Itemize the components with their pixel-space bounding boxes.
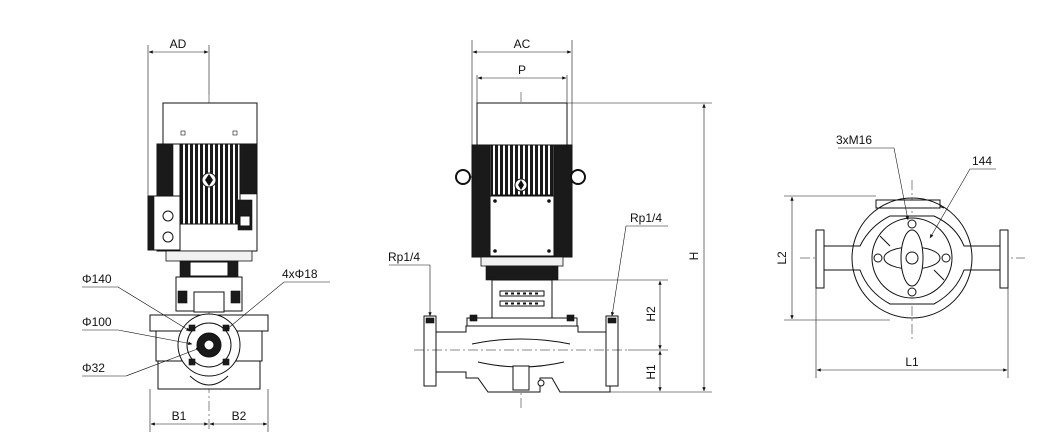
motor-foot-bolt	[239, 215, 251, 227]
callout-pcd: 144	[972, 154, 992, 168]
inlet-flange	[423, 315, 437, 387]
cover-screw	[180, 130, 186, 136]
motor-top	[476, 102, 568, 146]
dim-p-label: P	[518, 63, 526, 77]
dim-ac-label: AC	[514, 37, 531, 51]
port-bore-d100	[186, 322, 232, 368]
leader-holes	[225, 281, 330, 331]
coupling-guard-holes	[499, 290, 545, 307]
dim-h1-label: H1	[644, 364, 658, 380]
motor-top-cover	[162, 102, 258, 145]
callout-holes: 4xΦ18	[282, 267, 318, 281]
callout-d140: Φ140	[82, 272, 112, 286]
motor-side-shade	[239, 143, 258, 195]
nameplate-icon	[201, 172, 217, 188]
flange-bolt	[425, 317, 435, 324]
terminal-screw	[493, 199, 497, 203]
lifting-eye-icon	[569, 169, 586, 185]
leader-d32	[82, 347, 201, 377]
port-center	[203, 339, 215, 351]
terminal-box-edge	[147, 195, 155, 251]
dim-ad-label: AD	[170, 37, 187, 51]
callout-bolts: 3xM16	[836, 133, 872, 147]
cover-bolt	[469, 314, 478, 322]
vent-icon	[537, 379, 545, 387]
terminal-cover	[489, 195, 555, 257]
top-view: L1 L2 3xM16 144	[775, 133, 1025, 378]
callout-d100: Φ100	[82, 315, 112, 329]
cable-gland-icon	[162, 210, 174, 222]
callout-d32: Φ32	[82, 361, 105, 375]
inlet-flange	[815, 229, 825, 289]
lantern-bolt	[230, 290, 241, 304]
lantern-bolt	[177, 290, 188, 304]
nameplate-icon	[514, 178, 528, 192]
lantern-window	[189, 261, 229, 277]
leader-d100	[82, 329, 193, 345]
leader-port-right	[610, 225, 668, 317]
drain-plug	[512, 365, 530, 391]
flange-bolt	[607, 317, 617, 324]
dim-h2-label: H2	[644, 306, 658, 322]
dim-l2-label: L2	[775, 251, 789, 265]
bolt-circle-144	[871, 217, 953, 299]
casing-foot-curve	[189, 375, 229, 386]
terminal-screw	[547, 249, 551, 253]
terminal-screw	[547, 199, 551, 203]
port-right-label: Rp1/4	[630, 211, 662, 225]
terminal-screw	[493, 249, 497, 253]
leader-d140	[82, 286, 191, 332]
casing-outline-circle	[851, 197, 973, 319]
casing-cover-plate	[466, 317, 578, 327]
flange-bolt-hole	[222, 358, 230, 366]
dim-b2-label: B2	[232, 409, 247, 423]
bolt-hole-m16	[907, 219, 917, 229]
outlet-flange	[605, 315, 619, 387]
motor-side-shade	[553, 144, 573, 258]
motor-flange	[480, 256, 564, 267]
leader-pcd	[929, 168, 996, 239]
bolt-hole-m16	[907, 287, 917, 297]
flange-bolt-hole	[188, 358, 196, 366]
coupling-window	[193, 291, 225, 313]
cable-gland-icon	[162, 231, 174, 243]
lantern-body	[491, 279, 553, 319]
shaft-center	[905, 251, 919, 265]
mount-rib	[933, 269, 945, 281]
leader-port-left	[389, 264, 432, 317]
outlet-flange	[999, 229, 1009, 289]
lantern-upper	[485, 265, 559, 281]
side-view: AC P H H2 H1 Rp1/4 Rp1/4	[388, 37, 712, 408]
casing-rim	[875, 199, 941, 209]
dim-h-label: H	[687, 252, 701, 261]
mount-rib	[879, 235, 891, 247]
port-left-label: Rp1/4	[388, 250, 420, 264]
dim-b1-label: B1	[172, 409, 187, 423]
bolt-hole-m16	[941, 253, 951, 263]
cover-screw	[232, 130, 238, 136]
motor-side-shade	[156, 143, 174, 200]
leader-bolts	[838, 147, 909, 221]
bolt-hole-m16	[873, 253, 883, 263]
motor-flange	[165, 250, 253, 262]
lifting-eye-icon	[455, 169, 473, 185]
casing-contour	[471, 338, 571, 345]
motor-side-shade	[471, 144, 491, 258]
front-view: AD B1 B2 Φ140 Φ100 Φ32 4xΦ18	[82, 37, 330, 432]
dim-l1-label: L1	[905, 355, 919, 369]
flange-bolt-hole	[188, 324, 196, 332]
cover-bolt	[566, 314, 575, 322]
